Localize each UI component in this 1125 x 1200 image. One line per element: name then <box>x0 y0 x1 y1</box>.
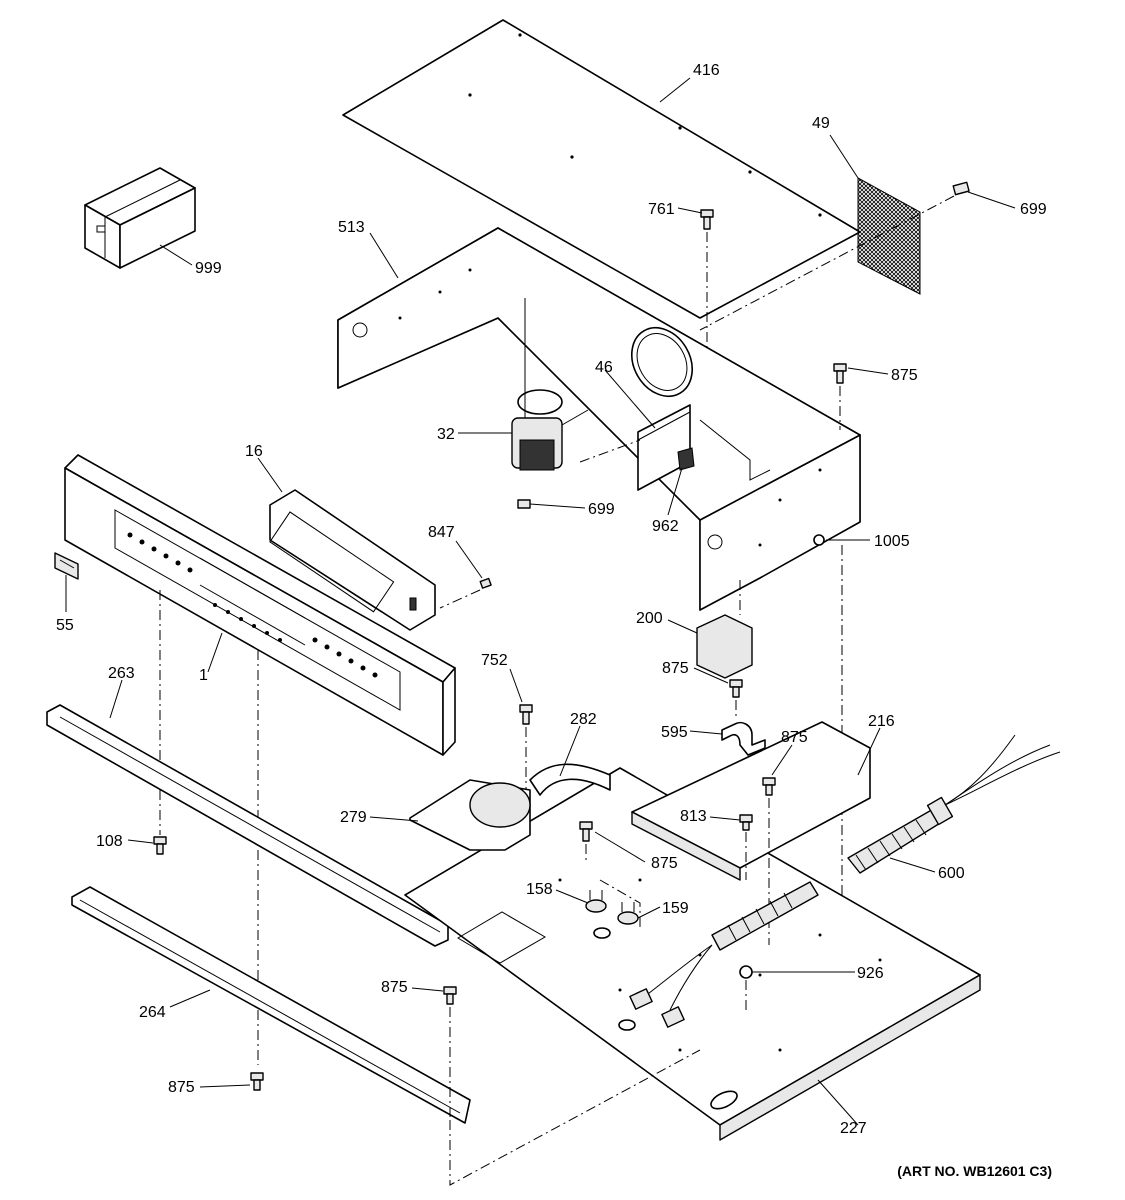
callout-699-lower: 699 <box>588 501 615 518</box>
part-control-panel <box>64 454 456 756</box>
callout-875-bottom-left: 875 <box>168 1079 195 1096</box>
part-shield <box>631 721 871 881</box>
callout-1005: 1005 <box>874 533 910 550</box>
callout-847: 847 <box>428 524 455 541</box>
part-screw-847 <box>439 577 492 609</box>
part-fan-motor <box>511 298 641 471</box>
part-screw-699-lower <box>517 499 531 509</box>
callout-200: 200 <box>636 610 663 627</box>
callout-962: 962 <box>652 518 679 535</box>
part-blower-housing <box>409 779 531 851</box>
callout-46: 46 <box>595 359 613 376</box>
part-clamp <box>721 721 766 756</box>
part-carton-box <box>84 167 196 269</box>
callout-600: 600 <box>938 865 965 882</box>
callout-158: 158 <box>526 881 553 898</box>
callout-16: 16 <box>245 443 263 460</box>
callout-416: 416 <box>693 62 720 79</box>
part-screw-699-top <box>699 181 970 331</box>
part-control-bracket <box>637 404 695 491</box>
callout-282: 282 <box>570 711 597 728</box>
part-control-board <box>269 489 436 631</box>
part-screw-875-plate <box>443 986 457 1120</box>
part-lower-trim <box>46 704 449 947</box>
callout-875-center: 875 <box>651 855 678 872</box>
callout-699-top: 699 <box>1020 201 1047 218</box>
part-thermostat-158 <box>585 890 607 913</box>
part-bottom-trim-bar <box>71 886 471 1124</box>
part-screw-108 <box>153 836 167 855</box>
callout-761: 761 <box>648 201 675 218</box>
callout-labels: 416 49 699 761 999 513 46 875 32 16 699 … <box>56 62 1047 1137</box>
callout-875-mid: 875 <box>662 660 689 677</box>
callout-55: 55 <box>56 617 74 634</box>
part-screw-875-top <box>833 363 847 430</box>
part-insulation-block <box>696 580 753 679</box>
callout-264: 264 <box>139 1004 166 1021</box>
part-bottom-plate <box>404 767 981 1141</box>
leader-lines <box>65 77 1016 1126</box>
callout-752: 752 <box>481 652 508 669</box>
part-duct <box>529 763 611 796</box>
part-screw-875-mid <box>729 679 743 720</box>
part-screw-875-center <box>579 821 593 860</box>
part-conduit <box>629 734 1061 1028</box>
panel-buttons <box>127 532 378 678</box>
callout-875-right: 875 <box>781 729 808 746</box>
callout-813: 813 <box>680 808 707 825</box>
callout-999: 999 <box>195 260 222 277</box>
callout-108: 108 <box>96 833 123 850</box>
part-screw-752 <box>519 704 533 790</box>
callout-513: 513 <box>338 219 365 236</box>
callout-595: 595 <box>661 724 688 741</box>
part-screw-875-bottom-left <box>250 1072 264 1091</box>
callout-159: 159 <box>662 900 689 917</box>
part-vent-grille <box>857 177 921 295</box>
callout-875-plate: 875 <box>381 979 408 996</box>
callout-49: 49 <box>812 115 830 132</box>
callout-1: 1 <box>199 667 208 684</box>
part-screw-813 <box>739 814 753 880</box>
callout-926: 926 <box>857 965 884 982</box>
callout-216: 216 <box>868 713 895 730</box>
callout-279: 279 <box>340 809 367 826</box>
callout-263: 263 <box>108 665 135 682</box>
callout-32: 32 <box>437 426 455 443</box>
part-badge <box>54 552 79 580</box>
callout-227: 227 <box>840 1120 867 1137</box>
callout-875-top: 875 <box>891 367 918 384</box>
art-number: (ART NO. WB12601 C3) <box>897 1163 1052 1179</box>
part-main-housing <box>337 227 861 611</box>
